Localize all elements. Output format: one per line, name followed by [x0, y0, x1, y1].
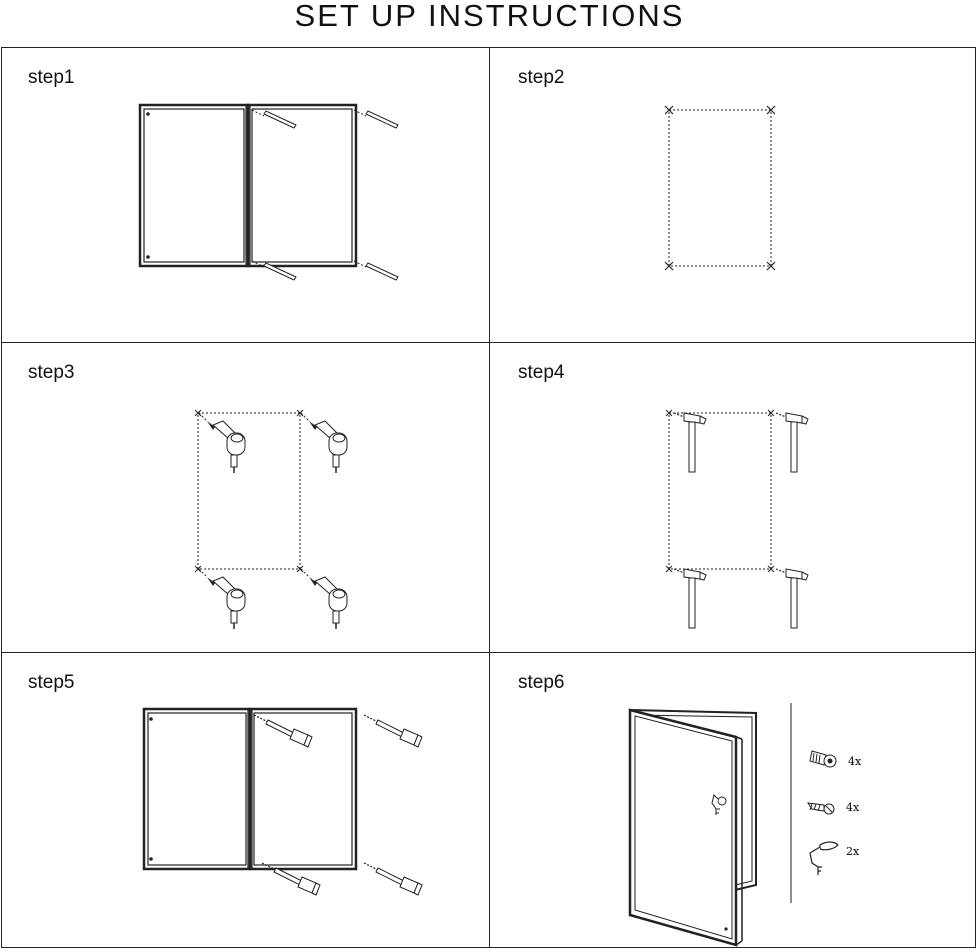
step-1-illustration — [138, 103, 399, 281]
step-6-illustration: 4x 4x 2x — [628, 703, 862, 947]
step-5-label: step5 — [28, 672, 75, 693]
step-1-panel: step1 — [2, 48, 489, 342]
key-icon — [809, 841, 839, 875]
lock-key-icon — [711, 794, 727, 815]
key-qty: 2x — [846, 845, 860, 858]
step-4-panel: step4 — [489, 342, 975, 652]
step-3-label: step3 — [28, 362, 75, 383]
step-4-label: step4 — [518, 362, 565, 383]
step-1-label: step1 — [28, 67, 75, 88]
wall-plug-icon — [809, 750, 837, 768]
step-2-panel: step2 — [489, 48, 975, 342]
step-6-label: step6 — [518, 672, 565, 693]
step-4-illustration — [665, 409, 809, 629]
step-2-illustration — [664, 105, 776, 271]
wall-plug-qty: 4x — [848, 755, 862, 768]
step-2-label: step2 — [518, 67, 565, 88]
step-6-panel: step6 — [489, 652, 975, 947]
step-5-illustration — [142, 707, 423, 896]
step-3-illustration — [194, 409, 348, 630]
instruction-grid: step1 st — [1, 47, 976, 948]
step-3-panel: step3 — [2, 342, 489, 652]
screw-qty: 4x — [846, 801, 860, 814]
page-title: SET UP INSTRUCTIONS — [294, 0, 685, 33]
screw-icon — [806, 802, 835, 815]
step-5-panel: step5 — [2, 652, 489, 947]
